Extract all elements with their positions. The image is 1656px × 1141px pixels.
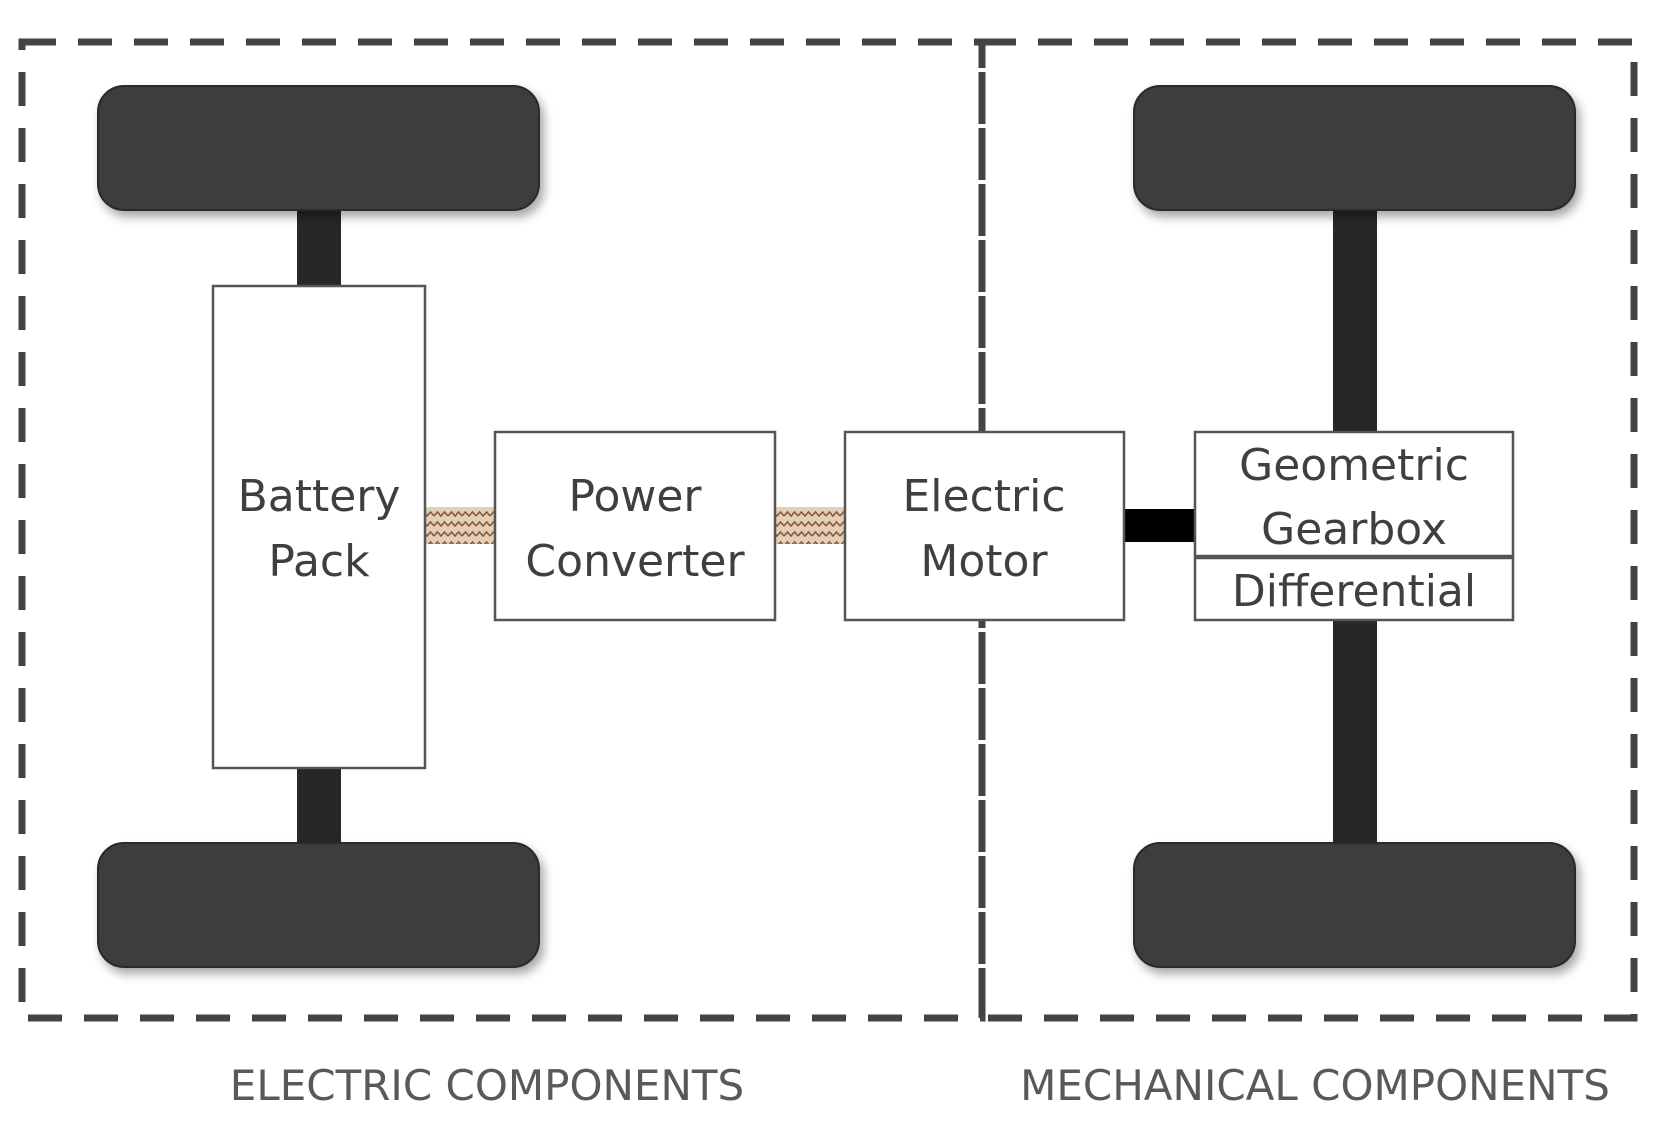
power-converter-label-line2: Converter — [525, 536, 745, 587]
left-upper-axle — [297, 205, 341, 287]
right-upper-axle — [1333, 205, 1377, 431]
rear-right-wheel — [1133, 842, 1576, 968]
geometric-gearbox-label-line2: Gearbox — [1261, 504, 1447, 555]
electric-motor-box: Electric Motor — [843, 430, 1126, 622]
motor-gearbox-shaft — [1123, 509, 1196, 542]
power-converter-label-line1: Power — [568, 471, 702, 522]
electric-motor-label-line2: Motor — [920, 536, 1048, 587]
converter-motor-link — [775, 507, 847, 544]
battery-pack-box: Battery Pack — [211, 284, 427, 770]
mechanical-components-label: MECHANICAL COMPONENTS — [1020, 1061, 1610, 1110]
battery-converter-link — [424, 507, 496, 544]
rear-left-wheel — [97, 842, 540, 968]
front-left-wheel — [97, 85, 540, 211]
right-lower-axle — [1333, 620, 1377, 848]
geometric-gearbox-label-line1: Geometric — [1239, 440, 1469, 491]
differential-box: Differential — [1193, 556, 1515, 622]
left-lower-axle — [297, 766, 341, 848]
electric-components-label: ELECTRIC COMPONENTS — [230, 1061, 744, 1110]
battery-pack-label-line1: Battery — [238, 471, 401, 522]
power-converter-box: Power Converter — [493, 430, 777, 622]
electric-section-boundary — [18, 38, 986, 1022]
battery-pack-label-line2: Pack — [268, 536, 370, 587]
electric-motor-label-line1: Electric — [902, 471, 1065, 522]
front-right-wheel — [1133, 85, 1576, 211]
geometric-gearbox-box: Geometric Gearbox — [1193, 430, 1515, 558]
differential-label: Differential — [1232, 566, 1476, 617]
